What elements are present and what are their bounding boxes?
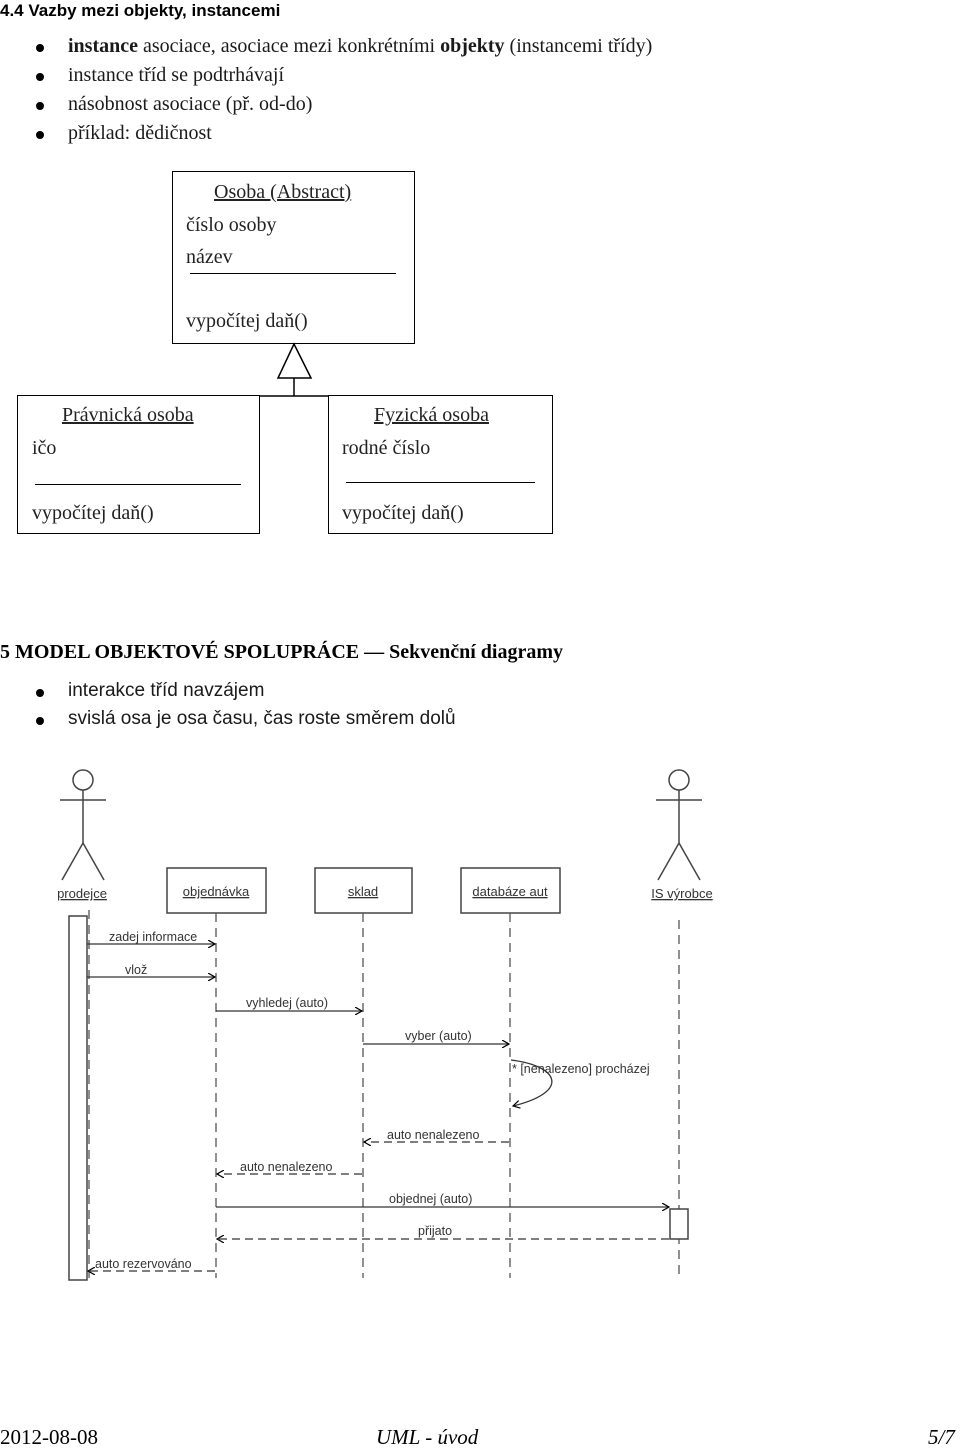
class-box-osoba	[172, 171, 415, 344]
class-method: vypočítej daň()	[186, 310, 308, 332]
class-attr: rodné číslo	[342, 437, 431, 459]
bullet-dot	[36, 73, 44, 81]
message-label: objednej (auto)	[389, 1192, 472, 1206]
bullet-item-4: příklad: dědičnost	[68, 122, 212, 144]
message-label: auto rezervováno	[95, 1257, 192, 1271]
message-label: auto nenalezeno	[387, 1128, 479, 1142]
section-heading: 5 MODEL OBJEKTOVÉ SPOLUPRÁCE — Sekvenční…	[0, 641, 564, 663]
class-name-osoba: Osoba (Abstract)	[214, 181, 352, 203]
bullet-dot	[36, 131, 44, 139]
message-label: * [nenalezeno] procházej	[512, 1062, 650, 1076]
object-box-sklad	[314, 867, 413, 914]
footer-title: UML - úvod	[376, 1425, 479, 1449]
object-label: objednávka	[183, 884, 250, 899]
message-label: vyber (auto)	[405, 1029, 472, 1043]
inheritance-connector	[259, 342, 328, 397]
message-label: auto nenalezeno	[240, 1160, 332, 1174]
message-label: vyhledej (auto)	[246, 996, 328, 1010]
class-box-fyzicka	[328, 395, 553, 534]
section-heading: 4.4 Vazby mezi objekty, instancemi	[0, 1, 281, 20]
class-attr: číslo osoby	[186, 214, 277, 236]
activation-bar	[68, 915, 88, 1281]
class-separator	[346, 482, 535, 483]
class-method: vypočítej daň()	[32, 502, 154, 524]
class-method: vypočítej daň()	[342, 502, 464, 524]
bullet-dot	[36, 102, 44, 110]
footer-page-number: 5/7	[928, 1425, 955, 1449]
bullet-item-5: interakce tříd navzájem	[68, 680, 265, 701]
object-label: databáze aut	[472, 884, 548, 899]
class-name-fyzicka: Fyzická osoba	[374, 404, 489, 426]
bullet-item-6: svislá osa je osa času, čas roste směrem…	[68, 708, 456, 729]
object-box-databaze	[460, 867, 561, 914]
actor-prodejce-icon	[60, 769, 106, 881]
class-attr: ičo	[32, 437, 57, 459]
class-attr: název	[186, 246, 233, 268]
actor-label: IS výrobce	[651, 886, 712, 901]
bullet-dot	[36, 717, 44, 725]
class-name-pravnicka: Právnická osoba	[62, 404, 194, 426]
bullet-item-2: instance tříd se podtrhávají	[68, 64, 285, 86]
actor-label: prodejce	[57, 886, 107, 901]
bullet-item-1: instance asociace, asociace mezi konkrét…	[68, 35, 653, 57]
class-box-pravnicka	[17, 395, 260, 534]
actor-is-vyrobce-icon	[656, 769, 702, 881]
activation-bar	[669, 1208, 689, 1240]
bullet-dot	[36, 689, 44, 697]
message-label: přijato	[418, 1224, 452, 1238]
object-box-objednavka	[166, 867, 267, 914]
object-label: sklad	[348, 884, 378, 899]
class-separator	[190, 273, 396, 274]
message-label: vlož	[125, 963, 147, 977]
footer-date: 2012-08-08	[0, 1425, 98, 1449]
bullet-dot	[36, 44, 44, 52]
message-label: zadej informace	[109, 930, 197, 944]
class-separator	[35, 484, 241, 485]
bullet-item-3: násobnost asociace (př. od-do)	[68, 93, 313, 115]
